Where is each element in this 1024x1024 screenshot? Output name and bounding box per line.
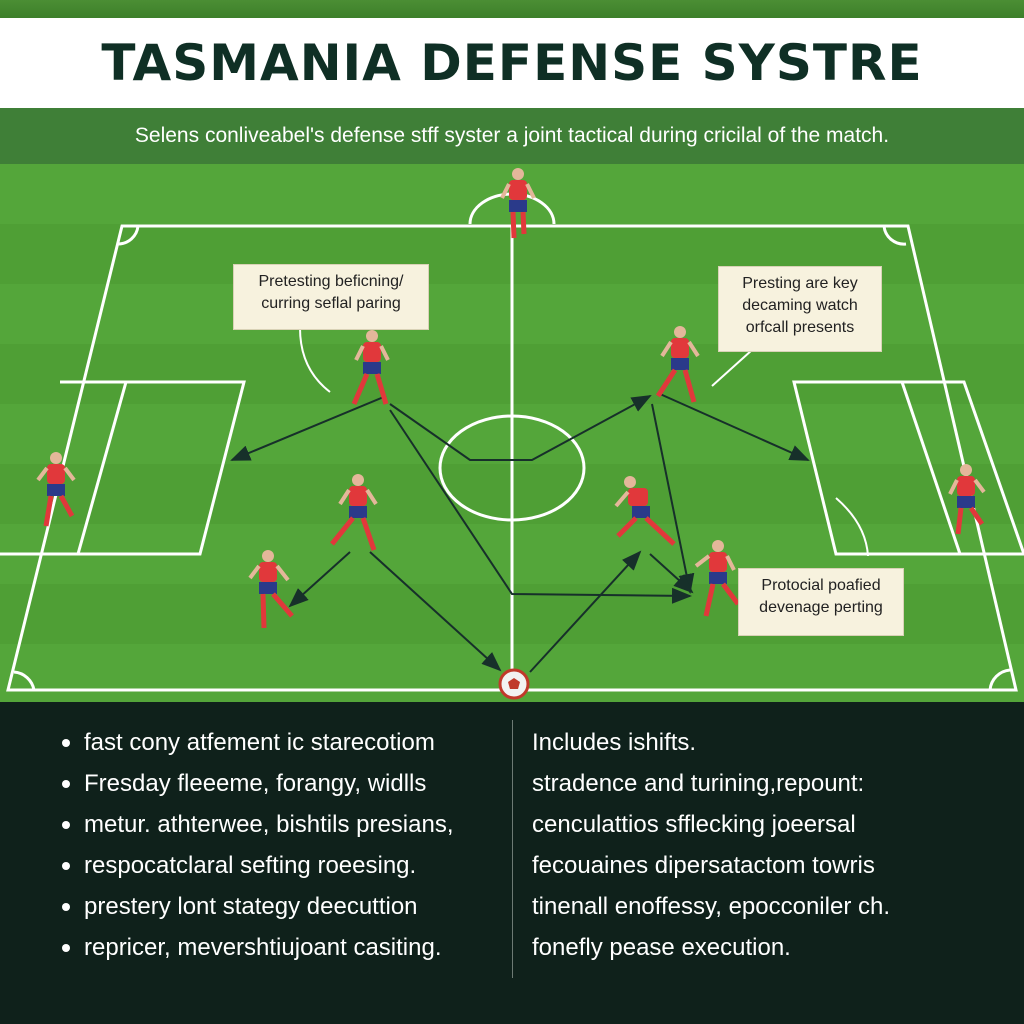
arrow-2 (389, 395, 652, 461)
arrow-7 (369, 551, 502, 672)
bullet-item: metur. athterwee, bishtils presians, (58, 804, 508, 845)
subtitle-bar: Selens conliveabel's defense stff syster… (0, 108, 1024, 164)
left-penalty-area (0, 380, 246, 556)
player-left-midfielder (351, 330, 390, 405)
corner-arc-top-right (882, 225, 907, 246)
callout-line: Pretesting beficning/ (258, 273, 404, 290)
center-circle (438, 414, 586, 522)
corner-arc-bottom-left (13, 670, 36, 691)
callout-pointers (299, 327, 869, 557)
bullet-item: respocatclaral sefting roeesing. (58, 845, 508, 886)
tactics-summary-panel: fast cony atfement ic starecotiom Fresda… (0, 702, 1024, 1024)
bullet-item: repricer, mevershtiujoant casiting. (58, 927, 508, 968)
arrow-9 (649, 553, 694, 594)
football-icon (498, 668, 530, 700)
callout-presting: Presting are key decaming watch orfcall … (718, 266, 882, 352)
callout-protocial: Protocial poafied devenage perting (738, 568, 904, 636)
arrow-5 (651, 403, 695, 594)
left-goal-area (76, 381, 128, 555)
player-left-back (248, 550, 294, 629)
callout-pointer-1 (299, 327, 331, 393)
player-right-back (694, 540, 740, 617)
callout-pretesting: Pretesting beficning/ curring seflal par… (233, 264, 429, 330)
bullet-list-left: fast cony atfement ic starecotiom Fresda… (58, 722, 508, 968)
page-subtitle: Selens conliveabel's defense stff syster… (134, 124, 890, 147)
arrow-3 (389, 409, 692, 604)
football-pitch: Pretesting beficning/ curring seflal par… (0, 164, 1024, 702)
text-item: fonefly pease execution. (532, 934, 791, 961)
touchline (6, 224, 1018, 692)
player-right-winger (948, 464, 986, 535)
right-goal-area (900, 381, 962, 555)
callout-line: curring seflal paring (261, 295, 401, 312)
callout-line: orfcall presents (745, 319, 855, 336)
pitch-diagram (0, 164, 1024, 702)
text-item: tinenall enoffessy, epocconiler ch. (532, 893, 890, 920)
column-divider (512, 720, 513, 978)
arrow-1 (230, 395, 387, 461)
text-list-right: Includes ishifts. stradence and turining… (532, 722, 1002, 968)
player-left-center-back (330, 474, 378, 551)
player-goalkeeper (500, 168, 536, 239)
player-right-center-back (614, 476, 676, 546)
bullet-item: prestery lont stategy deecuttion (58, 886, 508, 927)
corner-arc-bottom-right (988, 668, 1011, 691)
corner-arc-top-left (117, 225, 140, 246)
text-item: Includes ishifts. (532, 729, 697, 756)
callout-line: devenage perting (759, 599, 883, 616)
text-item: stradence and turining,repount: (532, 770, 865, 797)
callout-pointer-2 (711, 349, 753, 387)
arrow-6 (288, 551, 351, 608)
callout-line: Presting are key (742, 275, 858, 292)
callout-line: Protocial poafied (761, 577, 881, 594)
text-item: fecouaines dipersatactom towris (532, 852, 875, 879)
title-bar: TASMANIA DEFENSE SYSTRE (0, 18, 1024, 108)
players (36, 168, 986, 629)
text-item: cenculattios sfflecking joeersal (532, 811, 856, 838)
callout-line: decaming watch (742, 297, 858, 314)
callout-pointer-3 (835, 497, 869, 557)
arrow-4 (659, 393, 810, 461)
arrow-8 (529, 550, 642, 673)
player-left-winger (36, 452, 76, 527)
bullet-item: fast cony atfement ic starecotiom (58, 722, 508, 763)
bullet-item: Fresday fleeeme, forangy, widlls (58, 763, 508, 804)
page-title: TASMANIA DEFENSE SYSTRE (101, 34, 923, 92)
player-right-midfielder (655, 326, 700, 403)
top-grass-strip (0, 0, 1024, 18)
right-penalty-area (792, 380, 1024, 556)
tactical-arrows (230, 393, 810, 673)
